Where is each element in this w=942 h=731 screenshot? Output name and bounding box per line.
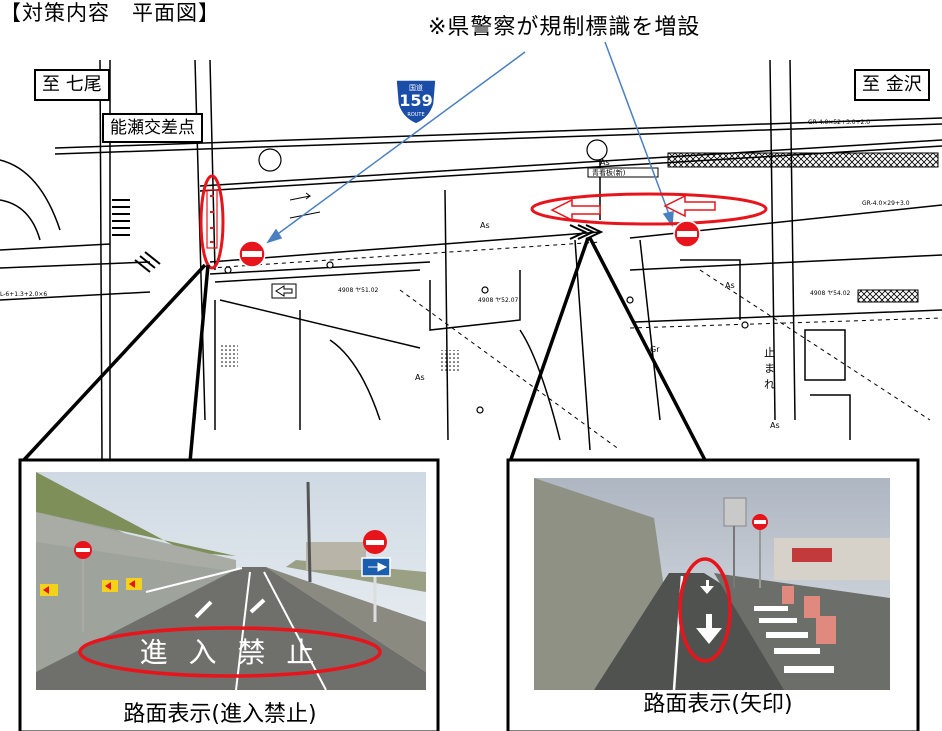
- map-label-as2: As: [415, 373, 425, 382]
- photo-no-entry-marking: 進 入 禁 止: [36, 472, 426, 690]
- callout-ellipse-road-arrow: [678, 557, 732, 663]
- planting-area: [220, 345, 238, 367]
- route-159-sign: 国道 159 ROUTE: [395, 79, 437, 125]
- road-text-no-entry: 進 入 禁 止: [140, 636, 321, 669]
- map-label-stop1: 止: [764, 346, 775, 359]
- map-label-gr: Gr: [650, 345, 660, 354]
- callout-ellipse-vertical: [199, 174, 225, 270]
- photo-arrow-marking: [534, 478, 890, 690]
- dashed-lines: [209, 241, 942, 451]
- map-sign-box: [587, 167, 659, 178]
- map-label-dim1: GR-4.0×52+3.0+2.0: [808, 119, 870, 126]
- map-arrow-glyph: [275, 285, 293, 297]
- map-label-bench2: 4908 ヤ52.07: [478, 297, 519, 304]
- caption-no-entry: 路面表示(進入禁止): [100, 700, 340, 730]
- note-text: ※県警察が規制標識を増設: [428, 15, 701, 40]
- intersection-label: 能瀬交差点: [102, 113, 203, 143]
- red-arrow-icon: [550, 198, 601, 222]
- plan-map: 青看板(新) As As As As As Gr 止 ま れ 4908 ヤ51.…: [0, 59, 942, 460]
- lane-arrows: [289, 192, 321, 219]
- leader-lines: [20, 237, 708, 464]
- direction-arrow-sign-icon: [361, 557, 391, 577]
- map-label-as5: As: [770, 421, 780, 430]
- map-label-dim3: L-6+1.3+2.0×6: [0, 291, 47, 298]
- page-title: 【対策内容 平面図】: [0, 1, 220, 25]
- road-lines: [0, 59, 942, 460]
- map-label-dim2: GR-4.0×29+3.0: [862, 200, 910, 207]
- chevron-marks: [569, 224, 604, 240]
- caption-arrow: 路面表示(矢印): [608, 690, 828, 720]
- callout-ellipse-road-text: [78, 626, 382, 678]
- map-label-bench3: 4908 ヤ54.02: [810, 290, 851, 297]
- no-entry-sign-icon: [752, 514, 768, 588]
- sign-caption-label: 青看板(新): [592, 168, 626, 177]
- no-entry-sign-icon: [74, 541, 92, 632]
- route-sign-bottom: ROUTE: [407, 112, 424, 118]
- route-sign-top: 国道: [409, 83, 423, 92]
- map-label-as1: As: [480, 221, 490, 230]
- no-entry-sign-icon: [238, 240, 266, 268]
- map-label-bench1: 4908 ヤ51.02: [338, 287, 379, 294]
- hatch-area: [667, 152, 939, 303]
- callout-ellipse-arrows: [530, 192, 768, 226]
- direction-label-right: 至 金沢: [854, 69, 930, 101]
- no-entry-sign-icon: [673, 220, 701, 248]
- direction-label-left: 至 七尾: [34, 69, 110, 101]
- planting-area: [440, 350, 460, 372]
- road-arrow-glyph: [700, 580, 714, 594]
- pointer-arrows: [266, 41, 674, 244]
- route-sign-number: 159: [399, 91, 432, 110]
- map-label-stop3: れ: [764, 378, 775, 391]
- map-label-as3: As: [600, 158, 610, 167]
- vertical-road-text: [206, 189, 218, 249]
- map-label-stop2: ま: [764, 362, 775, 375]
- striped-barrels: [782, 586, 836, 644]
- red-arrow-icon: [663, 194, 716, 218]
- pole-marks: [224, 139, 749, 414]
- crosswalk: [112, 199, 161, 273]
- map-label-as4: As: [725, 281, 735, 290]
- road-arrow-glyph: [696, 614, 722, 644]
